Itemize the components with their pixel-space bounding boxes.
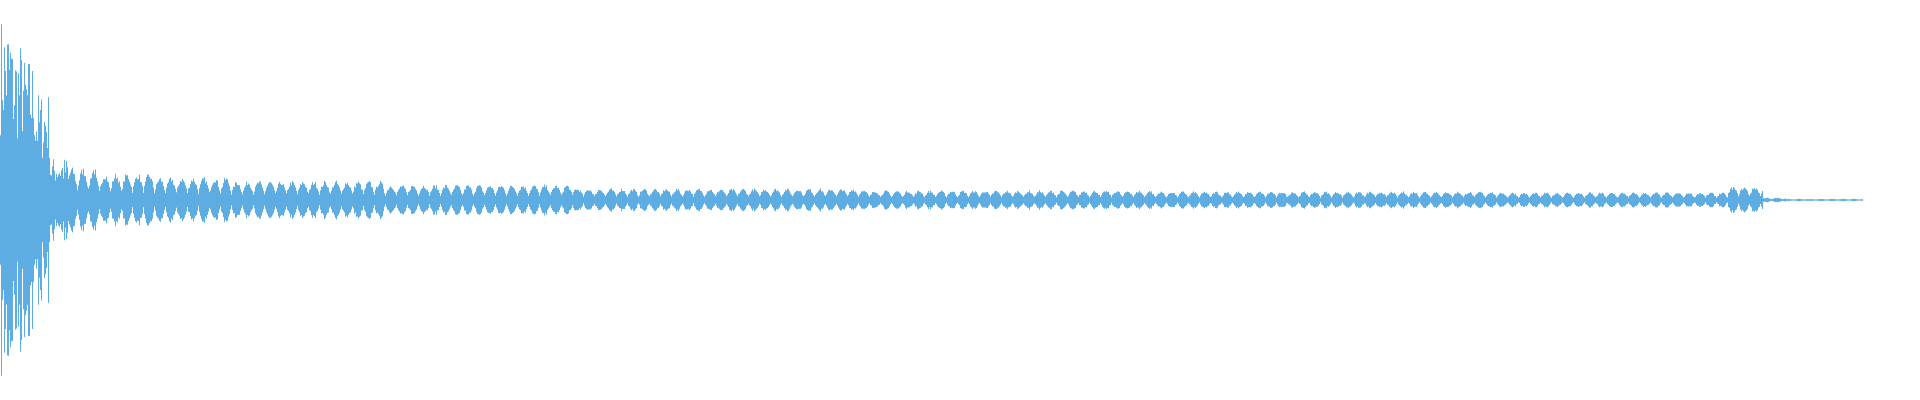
waveform-canvas — [0, 24, 1863, 376]
audio-waveform — [0, 24, 1863, 376]
